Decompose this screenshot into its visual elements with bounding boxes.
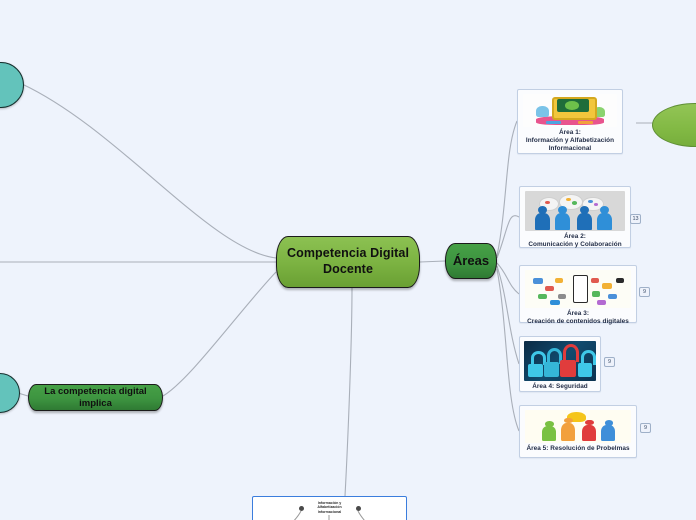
- badge-area-5-count[interactable]: 9: [640, 423, 651, 433]
- area-5-caption: Área 5: Resolución de Probelmas: [526, 445, 629, 453]
- area-4-caption: Área 4: Seguridad: [532, 383, 588, 391]
- edge-central-bottom: [344, 287, 353, 497]
- badge-area-4-count[interactable]: 9: [604, 357, 615, 367]
- area-2-caption-line1: Área 2:: [563, 233, 586, 240]
- node-area-4-card[interactable]: Área 4: Seguridad: [519, 336, 601, 392]
- node-areas[interactable]: Áreas: [445, 243, 497, 279]
- node-central-line1: Competencia Digital: [286, 246, 410, 261]
- node-implica-label: La competencia digital implica: [44, 385, 147, 409]
- area-1-caption-line1: Área 1:: [558, 129, 581, 136]
- node-central-label: Competencia Digital Docente: [287, 246, 409, 277]
- area-3-image: [525, 270, 631, 308]
- area-1-caption: Área 1: Información y Alfabetización Inf…: [526, 129, 614, 154]
- area-5-image: [525, 410, 631, 443]
- area-2-caption-line2: Comunicación y Colaboración: [528, 241, 622, 249]
- edge-areas-a5: [496, 268, 520, 432]
- node-right-edge-clipped[interactable]: Id o: [652, 103, 696, 147]
- node-central-line2: Docente: [322, 262, 374, 276]
- edge-central-implica: [162, 271, 277, 397]
- area-3-caption: Área 3: Creación de contenidos digitales: [527, 310, 629, 326]
- node-left-top-circle[interactable]: [0, 62, 24, 108]
- node-areas-label: Áreas: [452, 252, 490, 268]
- area-3-caption-line2: Creación de contenidos digitales: [527, 318, 629, 326]
- area-2-caption: Área 2: Comunicación y Colaboración: [528, 233, 621, 249]
- area-4-caption-line1: Área 4: Seguridad: [532, 383, 588, 390]
- node-area-3-card[interactable]: Área 3: Creación de contenidos digitales: [519, 265, 637, 326]
- edge-areas-a1: [496, 120, 518, 257]
- area-4-image: [524, 341, 596, 381]
- node-central-competencia-digital-docente[interactable]: Competencia Digital Docente: [276, 236, 420, 288]
- area-1-caption-line2: Información y Alfabetización: [525, 137, 615, 145]
- node-area-1-card[interactable]: Área 1: Información y Alfabetización Inf…: [517, 89, 623, 154]
- mini-edges: [293, 510, 365, 520]
- edge-areas-a3: [496, 262, 520, 295]
- node-la-competencia-digital-implica[interactable]: La competencia digital implica: [28, 384, 163, 411]
- area-5-caption-line1: Área 5: Resolución de Probelmas: [526, 445, 630, 452]
- area-1-caption-line3: Informacional: [548, 145, 592, 153]
- edge-areas-a2: [496, 215, 520, 259]
- edge-areas-a4: [496, 265, 520, 365]
- badge-area-2-count[interactable]: 13: [630, 214, 642, 224]
- node-left-lower-circle[interactable]: [0, 373, 20, 413]
- mini-dot-left: [299, 506, 304, 511]
- edge-central-areas: [419, 260, 446, 263]
- mini-dot-right: [356, 506, 361, 511]
- bottom-card-mini-label: Información y Alfabetización Informacion…: [317, 501, 342, 514]
- node-area-5-card[interactable]: Área 5: Resolución de Probelmas: [519, 405, 637, 458]
- node-bottom-minimap-card[interactable]: Información y Alfabetización Informacion…: [252, 496, 407, 520]
- node-area-2-card[interactable]: Área 2: Comunicación y Colaboración: [519, 186, 631, 248]
- area-2-image: [525, 191, 625, 231]
- area-3-caption-line1: Área 3:: [566, 310, 590, 317]
- area-1-image: [523, 94, 617, 127]
- badge-area-3-count[interactable]: 9: [639, 287, 650, 297]
- edge-central-left-top: [21, 83, 277, 259]
